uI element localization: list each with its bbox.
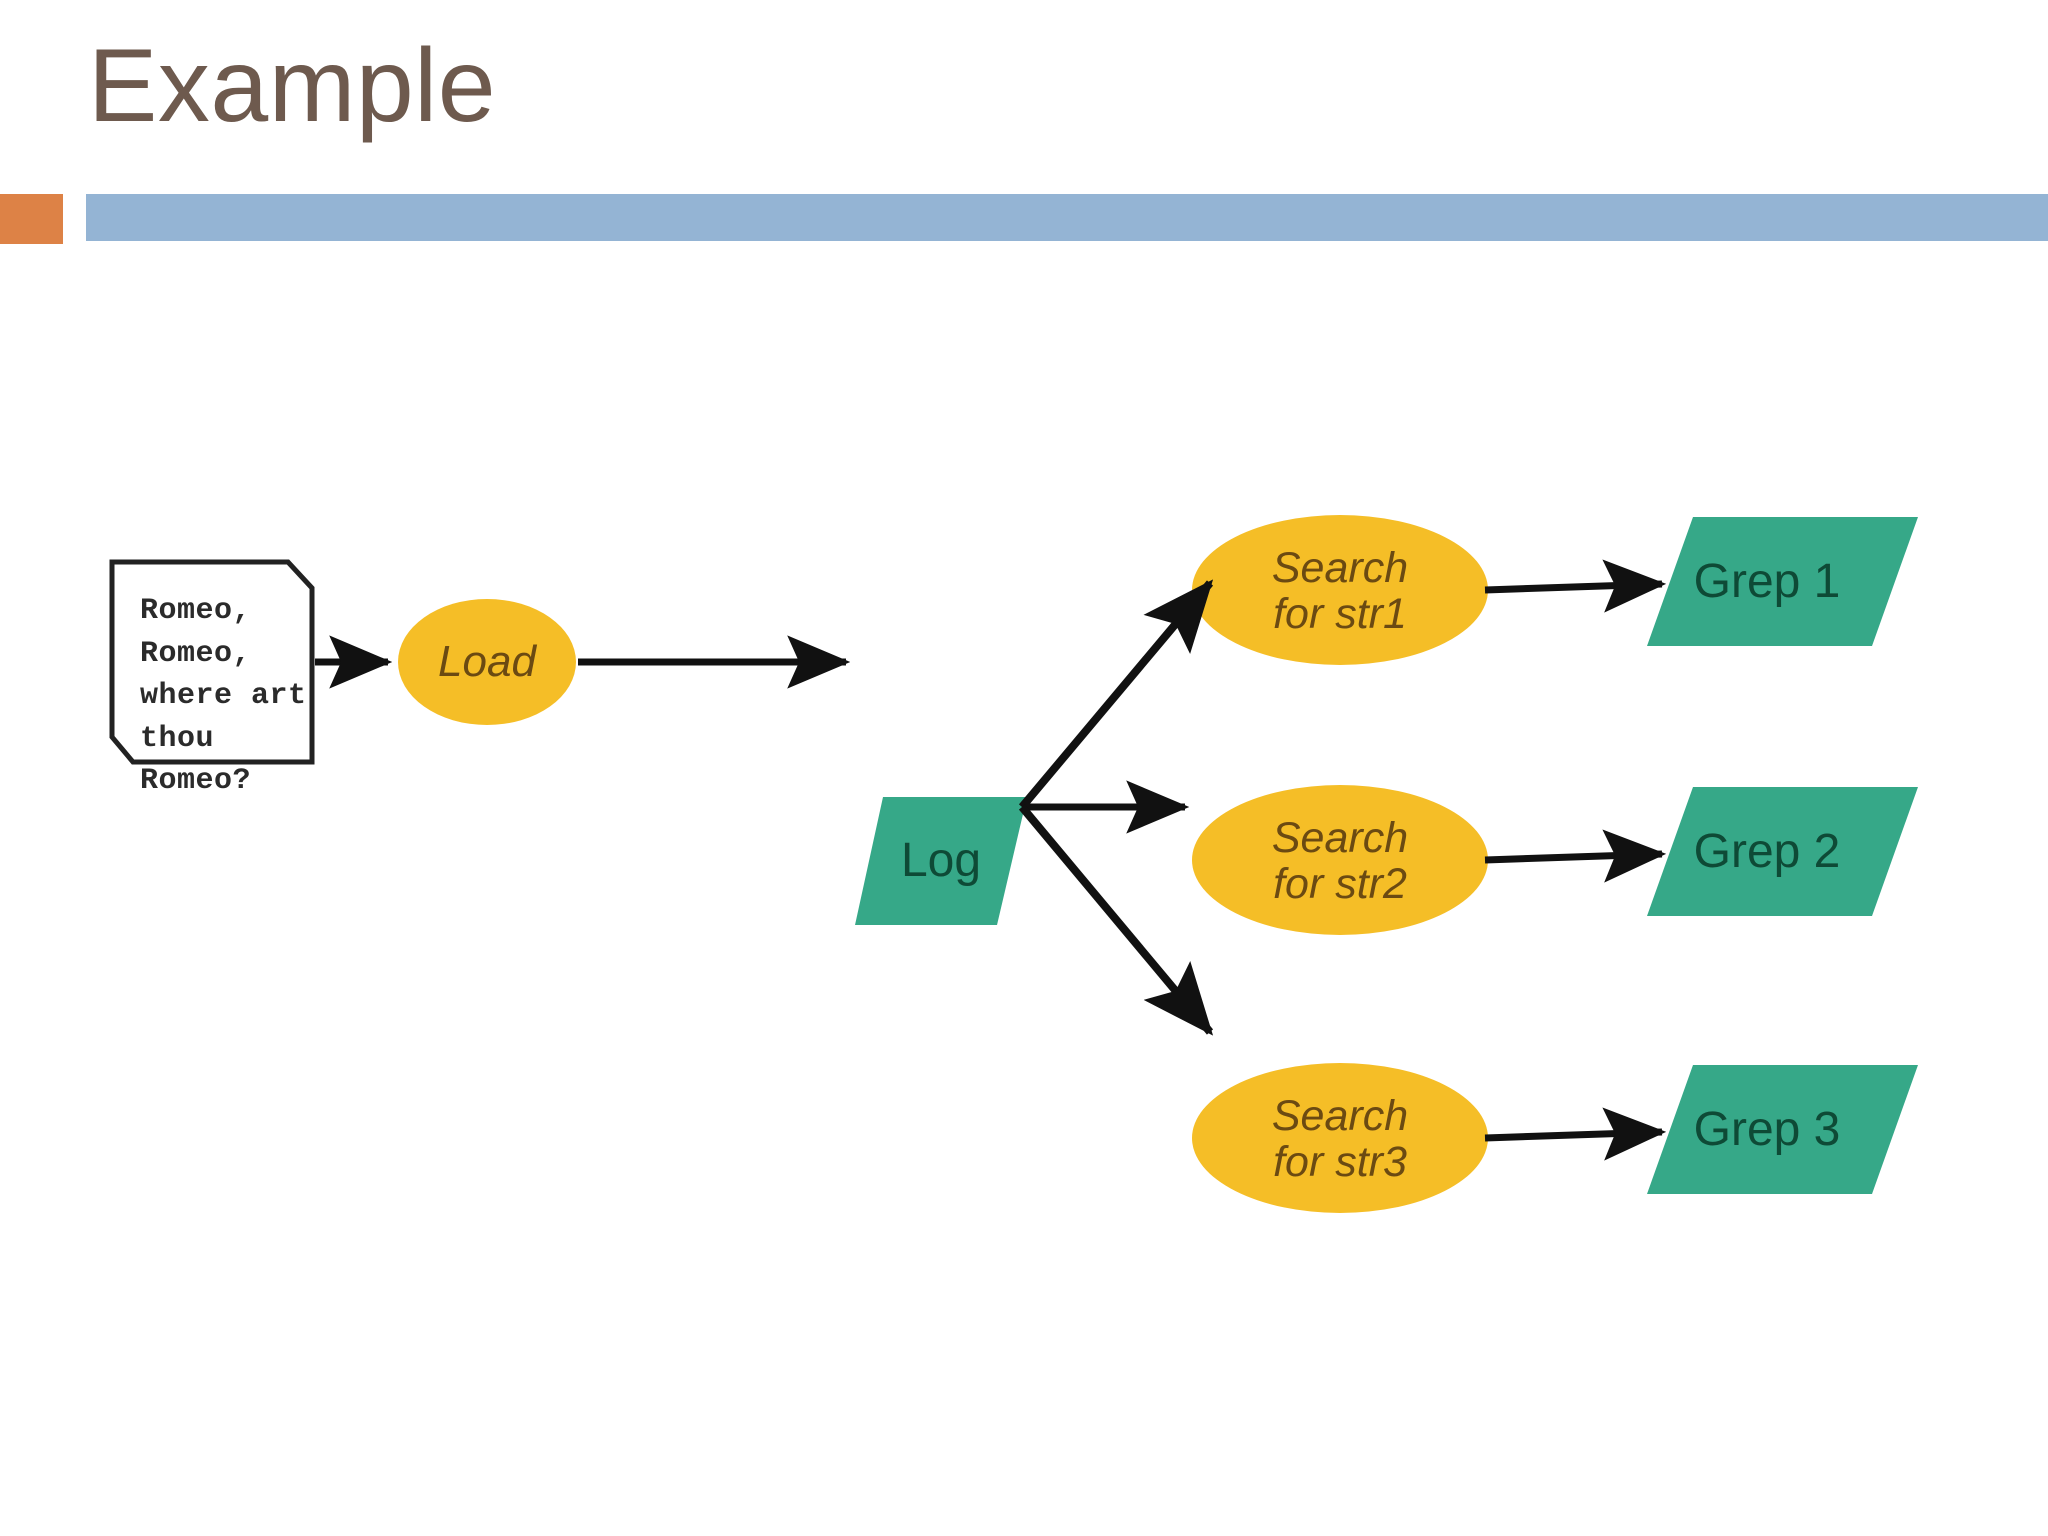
node-log[interactable] [855,797,1027,925]
node-search-str2[interactable] [1192,785,1488,935]
edge-log-search3 [1018,804,1214,1036]
edge-search1-grep1 [1484,559,1667,613]
node-search-str1[interactable] [1192,515,1488,665]
title-accent-block [0,194,63,244]
title-rule-bar [86,194,2048,241]
node-grep-2[interactable] [1647,787,1918,916]
node-input-document[interactable] [109,559,315,765]
edge-search2-grep2 [1484,829,1667,883]
edge-search3-grep3 [1484,1107,1667,1161]
node-search-str3[interactable] [1192,1063,1488,1213]
node-grep-3[interactable] [1647,1065,1918,1194]
flowchart-svg [109,515,1918,1213]
node-grep-1[interactable] [1647,517,1918,646]
flowchart-diagram: Romeo, Romeo, where art thou Romeo? Load… [0,250,2048,1536]
page-title: Example [88,28,497,144]
edge-log-search1 [1018,579,1214,810]
node-load[interactable] [398,599,576,725]
